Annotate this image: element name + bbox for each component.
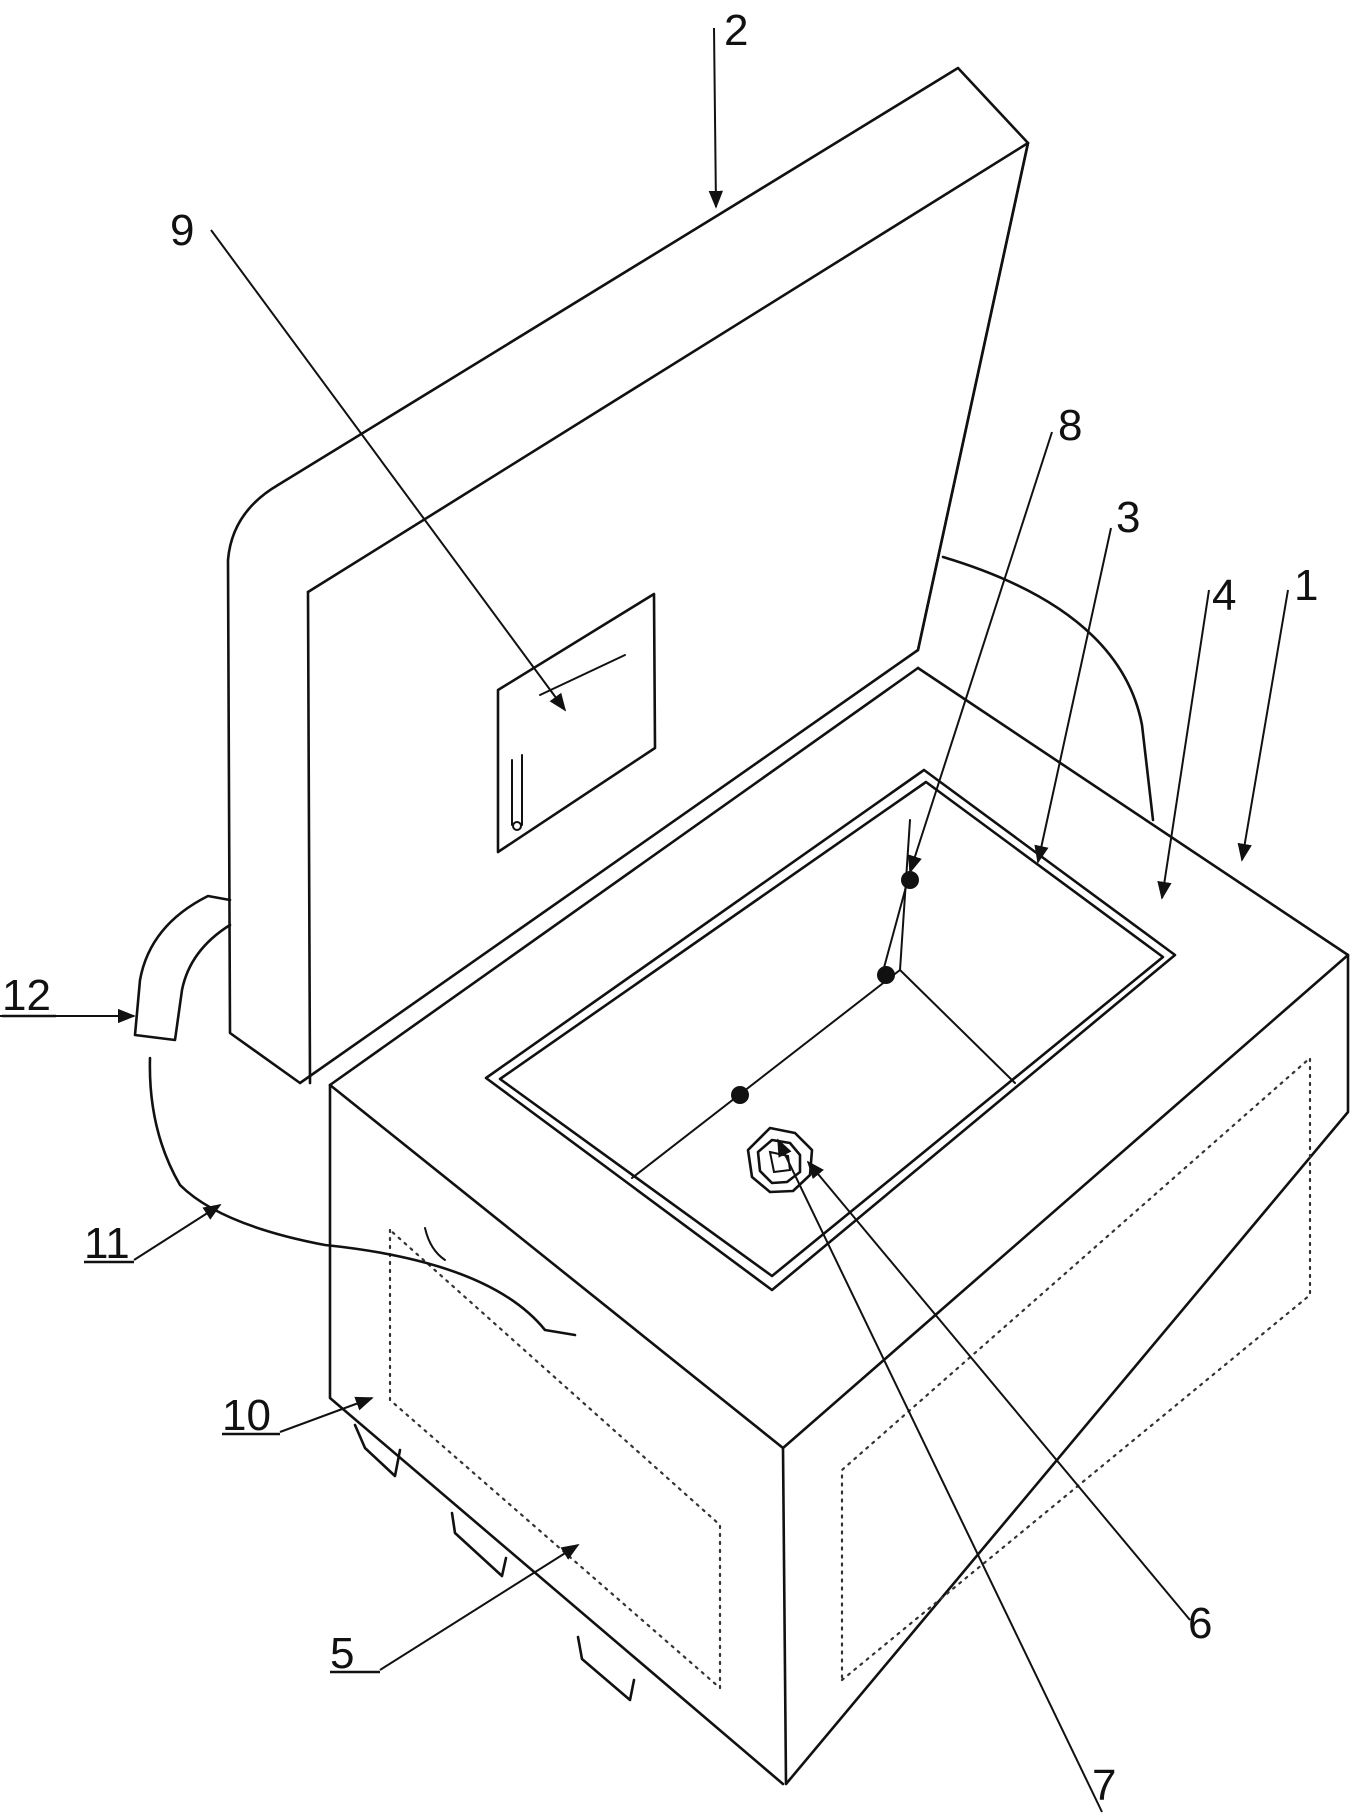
- indicator-dot-bottom: [731, 1086, 749, 1104]
- label-8: 8: [1058, 401, 1082, 450]
- label-4: 4: [1212, 571, 1236, 620]
- label-underlines: [2, 1016, 380, 1672]
- thermometer-plate: [498, 594, 655, 852]
- label-1: 1: [1294, 561, 1318, 610]
- back-arc: [943, 557, 1153, 820]
- label-6: 6: [1188, 1599, 1212, 1648]
- opening-rim: [486, 770, 1175, 1290]
- label-7: 7: [1092, 1761, 1116, 1810]
- side-handle: [135, 896, 230, 1040]
- label-9: 9: [170, 206, 194, 255]
- label-3: 3: [1116, 493, 1140, 542]
- lid: [228, 68, 1028, 1083]
- lock: [748, 1128, 812, 1192]
- label-5: 5: [330, 1629, 354, 1678]
- label-2: 2: [724, 6, 748, 55]
- leaders: [0, 28, 1288, 1812]
- part-labels: 2 9 8 3 4 1 12 11 10 5 6 7: [2, 6, 1318, 1810]
- label-12: 12: [2, 971, 51, 1020]
- label-10: 10: [222, 1391, 271, 1440]
- label-11: 11: [84, 1219, 130, 1268]
- indicator-lights: [731, 871, 919, 1104]
- indicator-dot-middle: [877, 966, 895, 984]
- side-panels: [390, 1058, 1310, 1688]
- hose: [150, 1058, 575, 1335]
- body-curve: [425, 1228, 445, 1260]
